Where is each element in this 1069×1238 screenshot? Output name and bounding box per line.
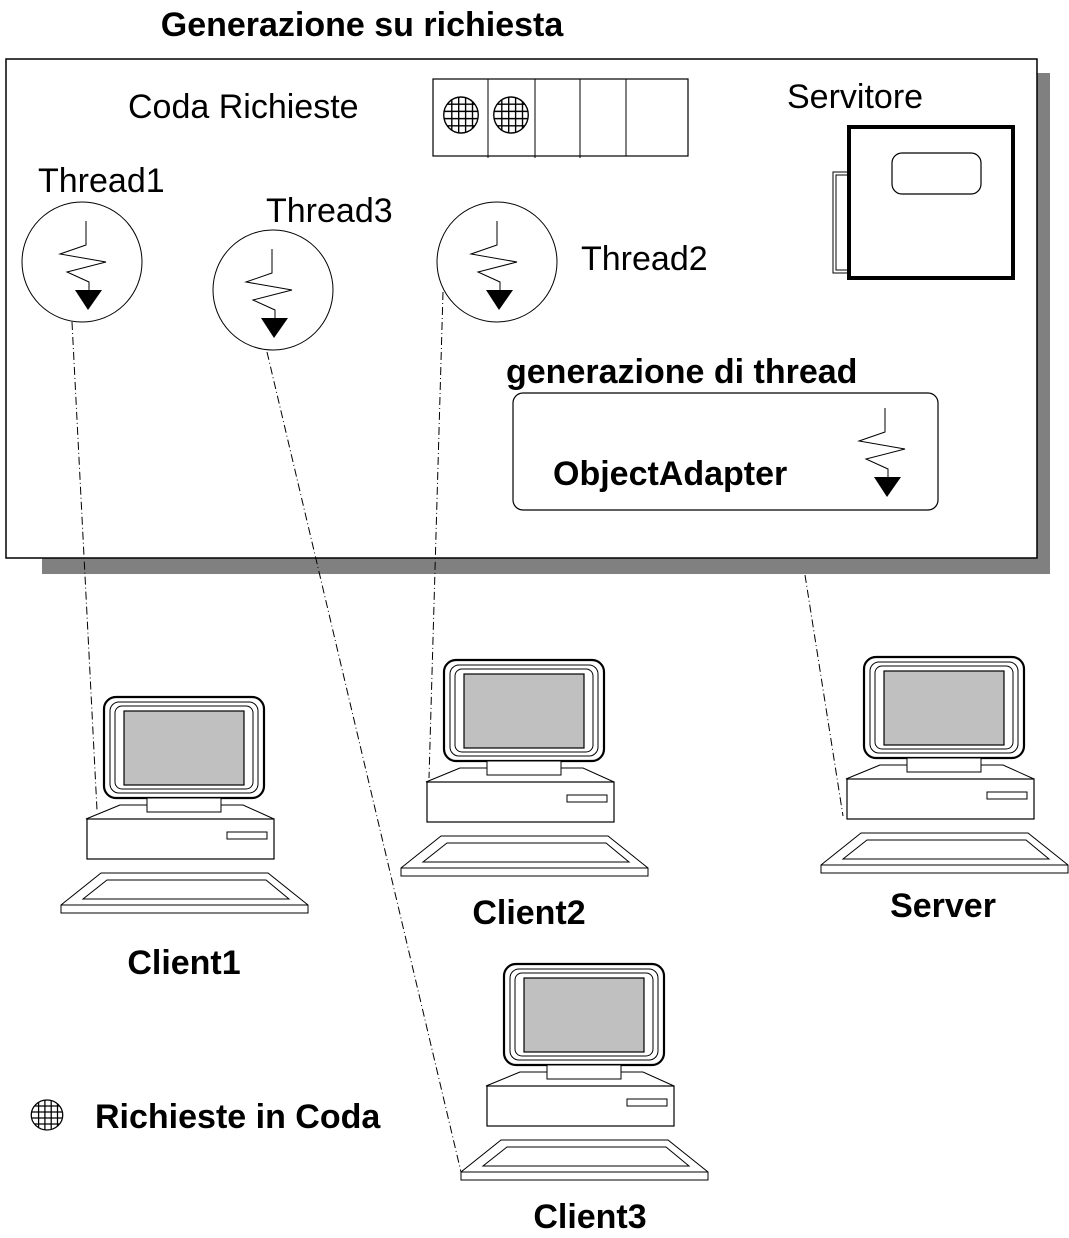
object-adapter-caption: generazione di thread (506, 353, 857, 391)
computer-client1: Client1 (59, 695, 310, 982)
computer-client3-label: Client3 (533, 1198, 646, 1236)
thread-2-label: Thread2 (581, 240, 708, 278)
computer-icon (59, 695, 310, 915)
computer-server: Server (819, 655, 1069, 925)
legend: Richieste in Coda (30, 1098, 381, 1136)
legend-label: Richieste in Coda (95, 1098, 381, 1136)
thread-1-label: Thread1 (38, 162, 165, 200)
computer-icon (459, 962, 710, 1182)
connection-thread3-client3 (266, 351, 462, 1173)
servant-label: Servitore (787, 78, 923, 116)
thread-2: Thread2 (436, 201, 708, 323)
thread-3: Thread3 (212, 192, 393, 351)
object-adapter-box (512, 392, 939, 511)
legend-queued-request-icon (30, 1099, 64, 1131)
servant: Servitore (787, 78, 1015, 280)
thread-1-circle (21, 201, 143, 323)
request-queue-box (432, 78, 689, 157)
servant-box (847, 125, 1015, 280)
thread-2-circle (436, 201, 558, 323)
computer-server-label: Server (890, 887, 996, 925)
computer-client3: Client3 (459, 962, 710, 1236)
computer-icon (399, 658, 650, 878)
computer-client1-label: Client1 (127, 944, 240, 982)
request-queue: Coda Richieste (128, 78, 689, 158)
thread-3-label: Thread3 (266, 192, 393, 230)
connection-thread1-client1 (71, 321, 98, 811)
diagram-title: Generazione su richiesta (161, 6, 565, 44)
object-adapter: generazione di thread ObjectAdapter (506, 353, 939, 511)
object-adapter-label: ObjectAdapter (553, 455, 787, 493)
request-queue-label: Coda Richieste (128, 88, 359, 126)
servant-slot (891, 152, 982, 195)
thread-3-circle (212, 229, 334, 351)
connection-process-server (804, 574, 844, 817)
computer-client2: Client2 (399, 658, 650, 932)
thread-1: Thread1 (21, 162, 165, 323)
computer-client2-label: Client2 (472, 894, 585, 932)
computer-icon (819, 655, 1069, 875)
connection-thread2-client2 (428, 291, 444, 779)
